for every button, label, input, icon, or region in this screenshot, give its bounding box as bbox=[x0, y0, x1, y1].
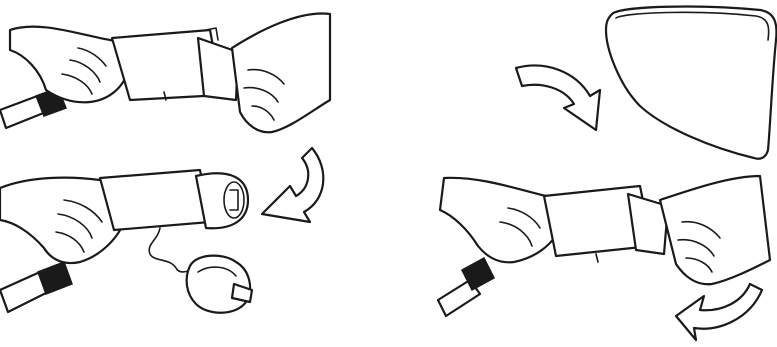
connector-face-bottom bbox=[194, 172, 250, 230]
cable-grip-bottom-right bbox=[461, 256, 495, 292]
right-hand-bottom-right bbox=[658, 174, 772, 286]
left-hand-bottom-right bbox=[438, 176, 564, 264]
cable-grip-bottom-left bbox=[37, 261, 73, 295]
hanging-cap bbox=[185, 254, 252, 314]
left-hand-top bbox=[8, 25, 131, 104]
cable-bottom-right bbox=[436, 278, 482, 318]
connector-cap-ring-bottom-right bbox=[626, 192, 670, 256]
left-hand-bottom bbox=[0, 176, 128, 265]
rotate-arrow-top-left bbox=[260, 146, 325, 224]
panel-cover-plate bbox=[604, 5, 777, 160]
connector-cap-ring-top bbox=[196, 36, 240, 102]
rotate-arrow-bottom-right bbox=[674, 282, 764, 342]
connector-body-bottom bbox=[98, 168, 212, 232]
panel-unlock-twist bbox=[0, 12, 332, 134]
panel-reattach-twist bbox=[436, 174, 772, 318]
right-hand-top bbox=[230, 12, 332, 134]
rotate-arrow-top-right bbox=[514, 64, 602, 132]
protective-cover-plate bbox=[604, 5, 777, 160]
panel-cap-removed bbox=[0, 168, 254, 314]
connector-socket bbox=[223, 181, 245, 219]
